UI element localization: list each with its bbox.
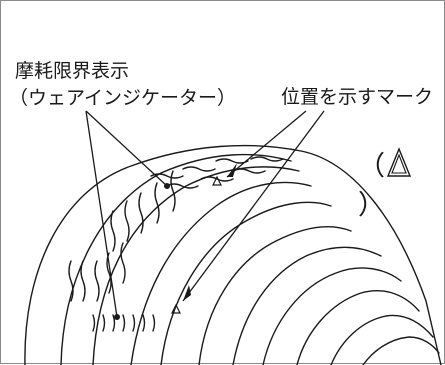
position-mark-triangle: [171, 303, 181, 314]
wear-indicator-dot: [114, 314, 120, 320]
wear-indicator-title: 摩耗限界表示: [15, 60, 130, 82]
wear-indicator-dot: [164, 183, 170, 189]
wear-indicator-subtitle: （ウェアインジケーター）: [9, 87, 237, 109]
symbol-left-paren: （: [358, 151, 387, 182]
position-mark-callout: [182, 110, 325, 302]
wear-indicator-callout: [85, 110, 168, 318]
callout-arrow: [227, 163, 237, 177]
position-mark-triangle: [212, 175, 222, 186]
triangle-symbol-legend: （）: [358, 144, 444, 222]
warning-triangle-icon: [386, 147, 412, 177]
callout-arrow: [183, 285, 191, 301]
position-mark-label: 位置を示すマーク: [281, 86, 434, 108]
symbol-right-paren: ）: [358, 190, 387, 221]
